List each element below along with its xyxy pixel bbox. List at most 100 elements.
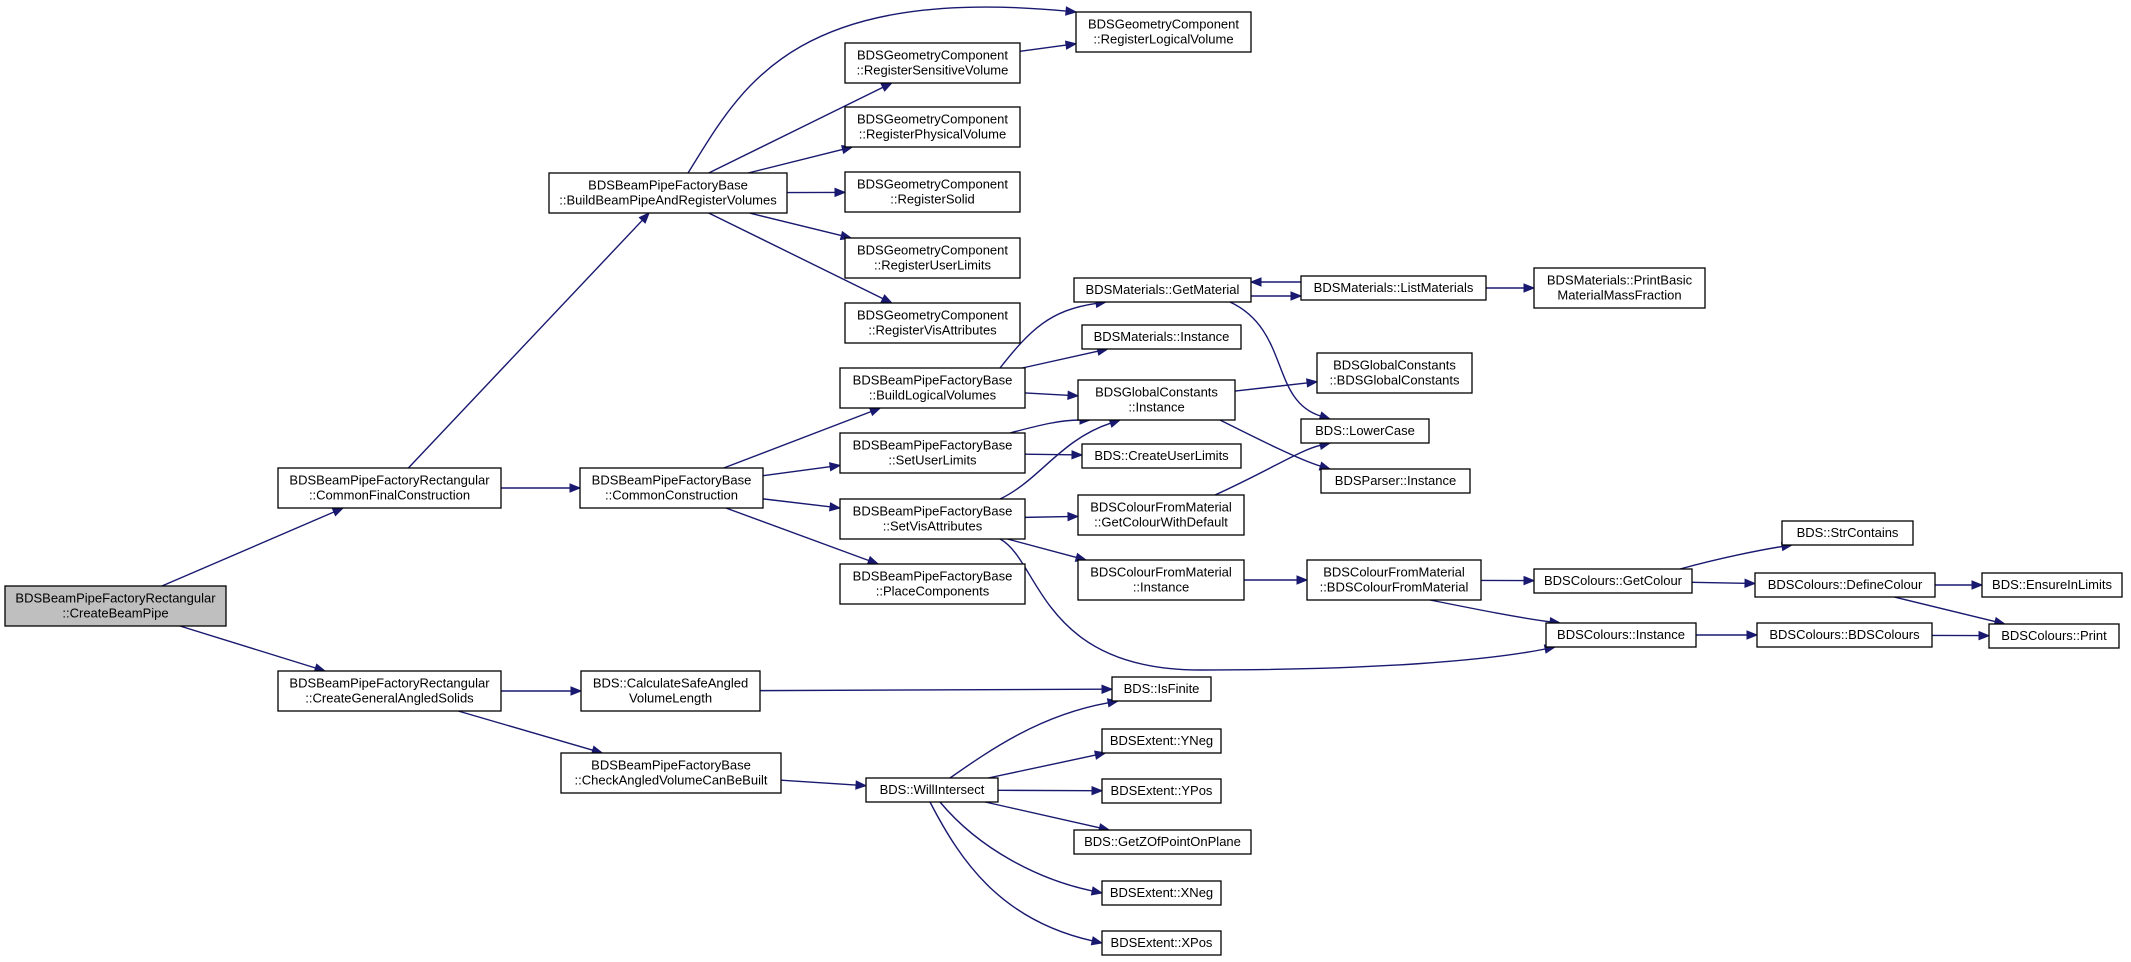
node-bdsglobalconstants-instance[interactable]: BDSGlobalConstants::Instance bbox=[1077, 379, 1236, 421]
edge-n34-to-n37 bbox=[1429, 599, 1562, 627]
node-bdsbeampipefactorybase-commonconstruction[interactable]: BDSBeamPipeFactoryBase::CommonConstructi… bbox=[579, 467, 764, 509]
node-box bbox=[1533, 568, 1693, 594]
node-label: MaterialMassFraction bbox=[1557, 288, 1681, 303]
node-bdscolourfrommaterial-getcolourwithdefault[interactable]: BDSColourFromMaterial::GetColourWithDefa… bbox=[1077, 494, 1245, 536]
node-box bbox=[839, 367, 1026, 409]
node-label: ::RegisterVisAttributes bbox=[868, 323, 997, 338]
edge-line bbox=[1022, 350, 1099, 369]
node-bdsmaterials-printbasicmaterialmassfraction[interactable]: BDSMaterials::PrintBasicMaterialMassFrac… bbox=[1533, 267, 1706, 309]
arrowhead-icon bbox=[855, 780, 868, 790]
node-bdsextent-ypos[interactable]: BDSExtent::YPos bbox=[1101, 778, 1222, 804]
node-bdsbeampipefactoryrectangular-commonfinalconstruction[interactable]: BDSBeamPipeFactoryRectangular::CommonFin… bbox=[277, 467, 502, 509]
node-bdsbeampipefactoryrectangular-creategeneralangledsolids[interactable]: BDSBeamPipeFactoryRectangular::CreateGen… bbox=[277, 670, 502, 712]
node-bdsbeampipefactorybase-buildlogicalvolumes[interactable]: BDSBeamPipeFactoryBase::BuildLogicalVolu… bbox=[839, 367, 1026, 409]
edge-line bbox=[1429, 599, 1551, 623]
node-box bbox=[580, 670, 761, 712]
node-box bbox=[1306, 559, 1482, 601]
node-bdsgeometrycomponent-registeruserlimits[interactable]: BDSGeometryComponent::RegisterUserLimits bbox=[844, 237, 1021, 279]
node-box bbox=[1300, 418, 1430, 444]
node-bdsextent-xneg[interactable]: BDSExtent::XNeg bbox=[1101, 880, 1222, 906]
node-bdsglobalconstants-bdsglobalconstants[interactable]: BDSGlobalConstants::BDSGlobalConstants bbox=[1316, 352, 1473, 394]
node-box bbox=[1073, 277, 1252, 303]
node-bdsbeampipefactorybase-placecomponents[interactable]: BDSBeamPipeFactoryBase::PlaceComponents bbox=[839, 563, 1026, 605]
arrowhead-icon bbox=[828, 462, 842, 472]
edge-n18-to-n32 bbox=[1229, 301, 1332, 421]
node-bdsgeometrycomponent-registersensitivevolume[interactable]: BDSGeometryComponent::RegisterSensitiveV… bbox=[844, 42, 1021, 84]
edge-line bbox=[1214, 444, 1321, 496]
node-label: VolumeLength bbox=[629, 691, 712, 706]
node-bdsmaterials-instance[interactable]: BDSMaterials::Instance bbox=[1081, 324, 1242, 350]
node-box bbox=[1300, 275, 1487, 301]
node-bdsbeampipefactorybase-setuserlimits[interactable]: BDSBeamPipeFactoryBase::SetUserLimits bbox=[839, 432, 1026, 474]
node-bdsbeampipefactorybase-buildbeampipeandregistervolumes[interactable]: BDSBeamPipeFactoryBase::BuildBeamPipeAnd… bbox=[548, 172, 788, 214]
node-box bbox=[1077, 559, 1245, 601]
node-label: ::RegisterUserLimits bbox=[874, 258, 992, 273]
node-bdsgeometrycomponent-registersolid[interactable]: BDSGeometryComponent::RegisterSolid bbox=[844, 171, 1021, 213]
node-bdsbeampipefactorybase-setvisattributes[interactable]: BDSBeamPipeFactoryBase::SetVisAttributes bbox=[839, 498, 1026, 540]
node-bds-isfinite[interactable]: BDS::IsFinite bbox=[1111, 676, 1212, 702]
node-bdsparser-instance[interactable]: BDSParser::Instance bbox=[1320, 468, 1471, 494]
edge-n17-to-n27 bbox=[985, 801, 1111, 833]
node-bds-strcontains[interactable]: BDS::StrContains bbox=[1781, 520, 1914, 546]
node-box bbox=[865, 777, 999, 803]
node-label: BDS::CreateUserLimits bbox=[1094, 448, 1229, 463]
arrowhead-icon bbox=[1249, 277, 1262, 287]
node-bdscolourfrommaterial-bdscolourfrommaterial[interactable]: BDSColourFromMaterial::BDSColourFromMate… bbox=[1306, 559, 1482, 601]
node-label: BDSColourFromMaterial bbox=[1090, 565, 1232, 580]
node-bdsextent-xpos[interactable]: BDSExtent::XPos bbox=[1101, 930, 1222, 956]
edge-n15-to-n22 bbox=[1024, 511, 1080, 522]
node-bdscolours-print[interactable]: BDSColours::Print bbox=[1988, 623, 2120, 649]
node-bds-createuserlimits[interactable]: BDS::CreateUserLimits bbox=[1081, 443, 1242, 469]
edge-n17-to-n29 bbox=[929, 801, 1104, 946]
node-label: BDSColours::BDSColours bbox=[1769, 627, 1920, 642]
arrowhead-icon bbox=[1101, 684, 1114, 694]
node-label: BDSBeamPipeFactoryBase bbox=[591, 758, 751, 773]
edge-n17-to-n25 bbox=[988, 750, 1107, 779]
node-label: ::PlaceComponents bbox=[876, 584, 990, 599]
node-box bbox=[1545, 622, 1697, 648]
edge-n4-to-n14 bbox=[762, 462, 842, 477]
arrowhead-icon bbox=[1090, 886, 1104, 896]
node-bdsmaterials-listmaterials[interactable]: BDSMaterials::ListMaterials bbox=[1300, 275, 1487, 301]
node-label: BDSExtent::XPos bbox=[1111, 935, 1213, 950]
node-bdscolourfrommaterial-instance[interactable]: BDSColourFromMaterial::Instance bbox=[1077, 559, 1245, 601]
node-bdscolours-getcolour[interactable]: BDSColours::GetColour bbox=[1533, 568, 1693, 594]
node-box bbox=[277, 670, 502, 712]
node-bds-lowercase[interactable]: BDS::LowerCase bbox=[1300, 418, 1430, 444]
node-label: BDSGlobalConstants bbox=[1333, 358, 1456, 373]
node-bdsgeometrycomponent-registerphysicalvolume[interactable]: BDSGeometryComponent::RegisterPhysicalVo… bbox=[844, 106, 1021, 148]
edge-n30-to-n35 bbox=[1486, 283, 1536, 293]
edge-line bbox=[1229, 301, 1321, 417]
node-bdsgeometrycomponent-registerlogicalvolume[interactable]: BDSGeometryComponent::RegisterLogicalVol… bbox=[1075, 11, 1252, 53]
edge-line bbox=[687, 6, 1067, 174]
node-bdsmaterials-getmaterial[interactable]: BDSMaterials::GetMaterial bbox=[1073, 277, 1252, 303]
node-label: BDSParser::Instance bbox=[1335, 473, 1456, 488]
node-bds-ensureinlimits[interactable]: BDS::EnsureInLimits bbox=[1981, 572, 2123, 598]
node-bdscolours-bdscolours[interactable]: BDSColours::BDSColours bbox=[1756, 622, 1933, 648]
node-bds-getzofpointonplane[interactable]: BDS::GetZOfPointOnPlane bbox=[1073, 829, 1252, 855]
node-box bbox=[1111, 676, 1212, 702]
edge-line bbox=[1019, 44, 1067, 52]
node-label: BDSBeamPipeFactoryBase bbox=[853, 569, 1013, 584]
node-bdsbeampipefactorybase-checkangledvolumecanbebuilt[interactable]: BDSBeamPipeFactoryBase::CheckAngledVolum… bbox=[560, 752, 782, 794]
edge-n39-to-n42 bbox=[1894, 596, 2007, 627]
node-bdsgeometrycomponent-registervisattributes[interactable]: BDSGeometryComponent::RegisterVisAttribu… bbox=[844, 302, 1021, 344]
edge-n17-to-n24 bbox=[949, 698, 1120, 779]
node-box bbox=[1533, 267, 1706, 309]
node-bdsextent-yneg[interactable]: BDSExtent::YNeg bbox=[1101, 728, 1222, 754]
arrowhead-icon bbox=[1523, 575, 1536, 586]
node-box bbox=[839, 432, 1026, 474]
node-bdsbeampipefactoryrectangular-createbeampipe[interactable]: BDSBeamPipeFactoryRectangular::CreateBea… bbox=[4, 585, 227, 627]
node-label: BDSGeometryComponent bbox=[857, 243, 1008, 258]
node-bdscolours-definecolour[interactable]: BDSColours::DefineColour bbox=[1754, 572, 1936, 598]
edge-line bbox=[999, 538, 1546, 671]
node-bdscolours-instance[interactable]: BDSColours::Instance bbox=[1545, 622, 1697, 648]
node-bds-willintersect[interactable]: BDS::WillIntersect bbox=[865, 777, 999, 803]
edge-line bbox=[457, 710, 593, 751]
edge-line bbox=[780, 779, 857, 786]
node-box bbox=[1988, 623, 2120, 649]
node-label: BDS::StrContains bbox=[1797, 525, 1899, 540]
edge-line bbox=[747, 148, 843, 174]
